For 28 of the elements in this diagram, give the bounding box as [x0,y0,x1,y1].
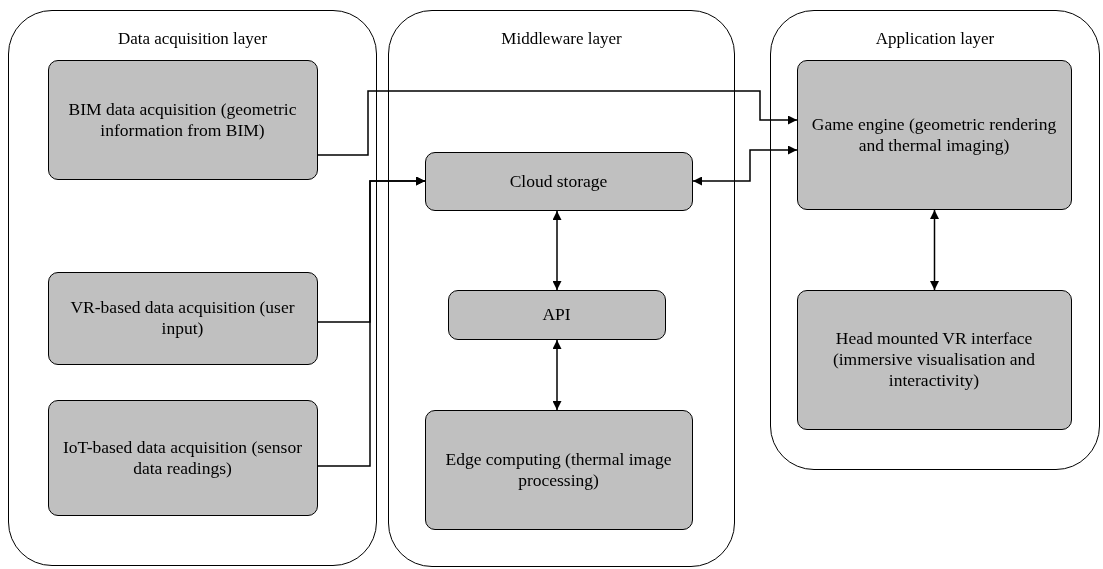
process-box [47,271,318,365]
box-label: Head mounted VR interface (immersive visualisation and interactivity) [831,328,1037,391]
process-box [796,59,1072,210]
layer-heading: Data acquisition layer [116,29,269,49]
box-label: API [542,304,571,325]
layer-heading: Middleware layer [500,29,623,49]
process-box [424,151,693,211]
arrow [317,176,426,467]
box-label: BIM data acquisition (geometric information from BIM) [67,98,298,141]
box-label: Edge computing (thermal image processing) [444,448,673,491]
arrow [692,145,798,186]
layer-panel [770,10,1100,470]
layer-heading: Application layer [874,29,996,49]
box-label: Game engine (geometric rendering and thermal imaging) [810,113,1058,156]
process-box [796,289,1072,430]
box-label: Cloud storage [509,170,608,192]
box-label: VR-based data acquisition (user input) [69,297,296,339]
process-box [47,399,318,516]
layer-panel [388,10,735,567]
layer-panel [8,10,377,566]
process-box [47,59,318,180]
arrow [317,90,798,156]
process-box [447,289,666,340]
box-label: IoT-based data acquisition (sensor data readings) [62,436,303,479]
process-box [424,409,693,530]
arrow [552,210,562,291]
arrow [930,209,939,291]
arrow [552,339,562,411]
